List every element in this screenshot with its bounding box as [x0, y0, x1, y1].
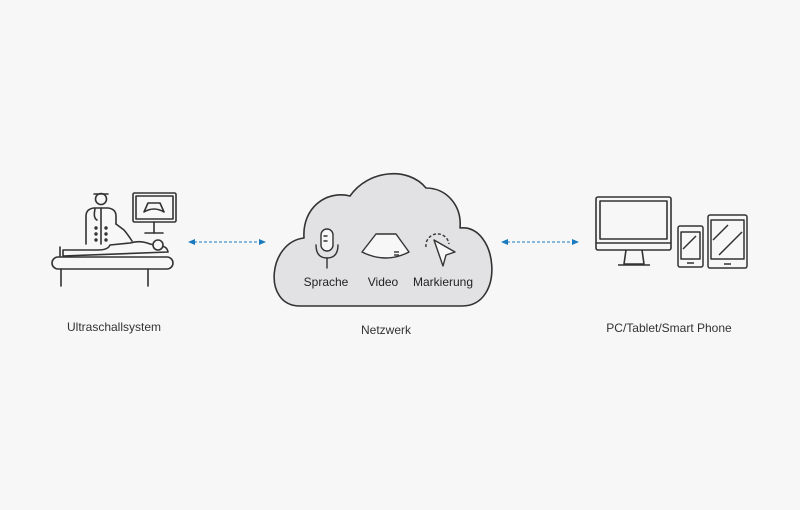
ultrasound-image-icon	[361, 233, 410, 259]
smartphone-icon	[677, 225, 704, 268]
feature-label-sprache: Sprache	[303, 275, 349, 289]
feature-label-markierung: Markierung	[412, 275, 474, 289]
tablet-icon	[707, 214, 748, 269]
ultrasound-system-icon	[51, 192, 177, 287]
microphone-icon	[315, 228, 339, 269]
ultrasound-system-label: Ultraschallsystem	[66, 320, 162, 334]
connection-arrow-left	[188, 239, 266, 245]
devices-label: PC/Tablet/Smart Phone	[606, 321, 732, 335]
cursor-pointer-icon	[425, 233, 456, 267]
connection-arrow-right	[501, 239, 579, 245]
network-label: Netzwerk	[360, 323, 412, 337]
feature-label-video: Video	[367, 275, 399, 289]
monitor-icon	[595, 196, 672, 266]
